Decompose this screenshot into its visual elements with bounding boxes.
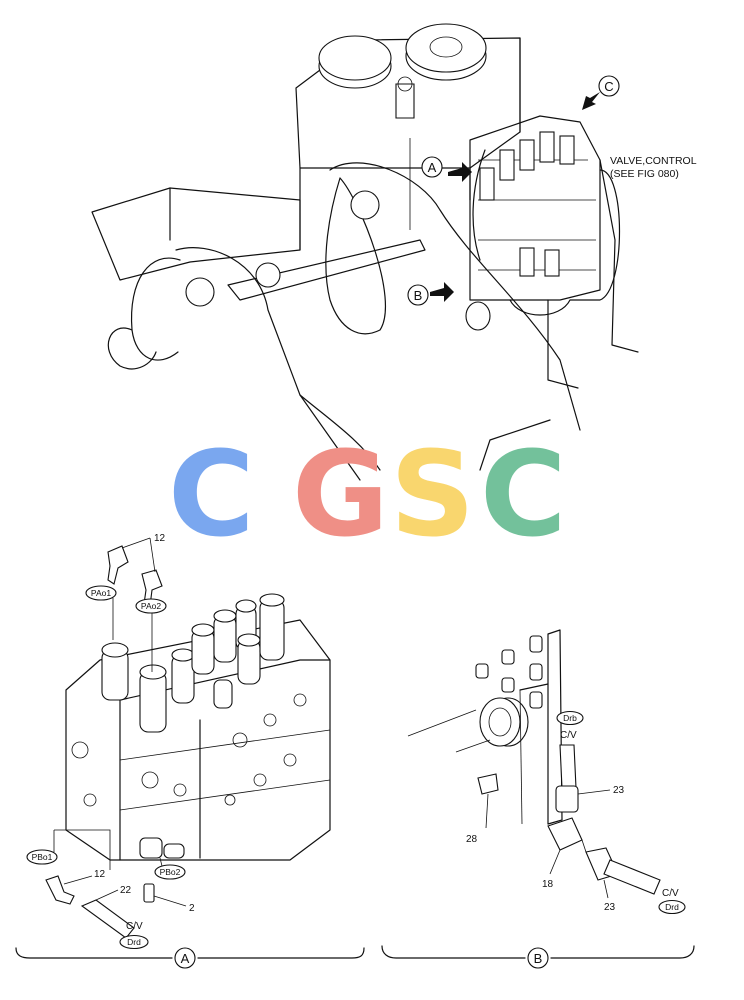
port-pbo2-label: PBo2 — [160, 867, 181, 877]
detail-a-label: A — [181, 951, 190, 966]
watermark-letter-c1: C — [168, 425, 255, 563]
port-drb-oval — [556, 710, 584, 726]
port-pbo1-oval — [26, 849, 58, 865]
port-drd-a-oval — [119, 934, 149, 950]
port-drd-b-label: Drd — [665, 902, 679, 912]
detail-a: 12 PAo1 PAo2 PBo1 PBo2 12 22 2 C/V Drd A — [15, 533, 365, 969]
callout-c-circle — [598, 75, 620, 97]
detail-b-circle — [527, 947, 549, 969]
port-pao2-oval — [135, 598, 167, 614]
detail-b-cv-top-label: C/V — [560, 730, 577, 741]
machine-overview: A B C VALVE,CONTROL (SEE FIG 080) — [91, 23, 697, 481]
detail-b-cv-bottom-label: C/V — [662, 888, 679, 899]
callout-b-label: B — [414, 288, 423, 303]
part-18-label: 18 — [542, 879, 554, 890]
watermark-letter-c2: C — [480, 425, 567, 563]
part-12-bottom-label: 12 — [94, 869, 106, 880]
detail-a-circle — [174, 947, 196, 969]
watermark: C G S C — [168, 425, 567, 563]
callout-a-label: A — [428, 160, 437, 175]
port-pao2-label: PAo2 — [141, 601, 161, 611]
detail-b: 28 Drb C/V 23 18 23 C/V Drd B — [381, 629, 695, 969]
part-23-bottom-label: 23 — [604, 902, 616, 913]
port-pbo1-label: PBo1 — [32, 852, 53, 862]
detail-b-label: B — [534, 951, 543, 966]
port-pao1-label: PAo1 — [91, 588, 111, 598]
port-drd-a-label: Drd — [127, 937, 141, 947]
callout-a-circle — [421, 156, 443, 178]
port-drb-label: Drb — [563, 713, 577, 723]
valve-control-fig-ref: (SEE FIG 080) — [610, 168, 679, 180]
port-pao1-oval — [85, 585, 117, 601]
callout-c-label: C — [604, 79, 613, 94]
part-22-label: 22 — [120, 885, 132, 896]
watermark-letter-s: S — [390, 425, 475, 563]
detail-a-cv-label: C/V — [126, 921, 143, 932]
part-12-top-label: 12 — [154, 533, 166, 544]
watermark-letter-g: G — [292, 425, 389, 563]
part-2-label: 2 — [189, 903, 195, 914]
valve-control-note: VALVE,CONTROL — [610, 155, 697, 167]
port-drd-b-oval — [658, 899, 686, 915]
part-28-label: 28 — [466, 834, 478, 845]
part-23-top-label: 23 — [613, 785, 625, 796]
callout-b-circle — [407, 284, 429, 306]
port-pbo2-oval — [154, 864, 186, 880]
